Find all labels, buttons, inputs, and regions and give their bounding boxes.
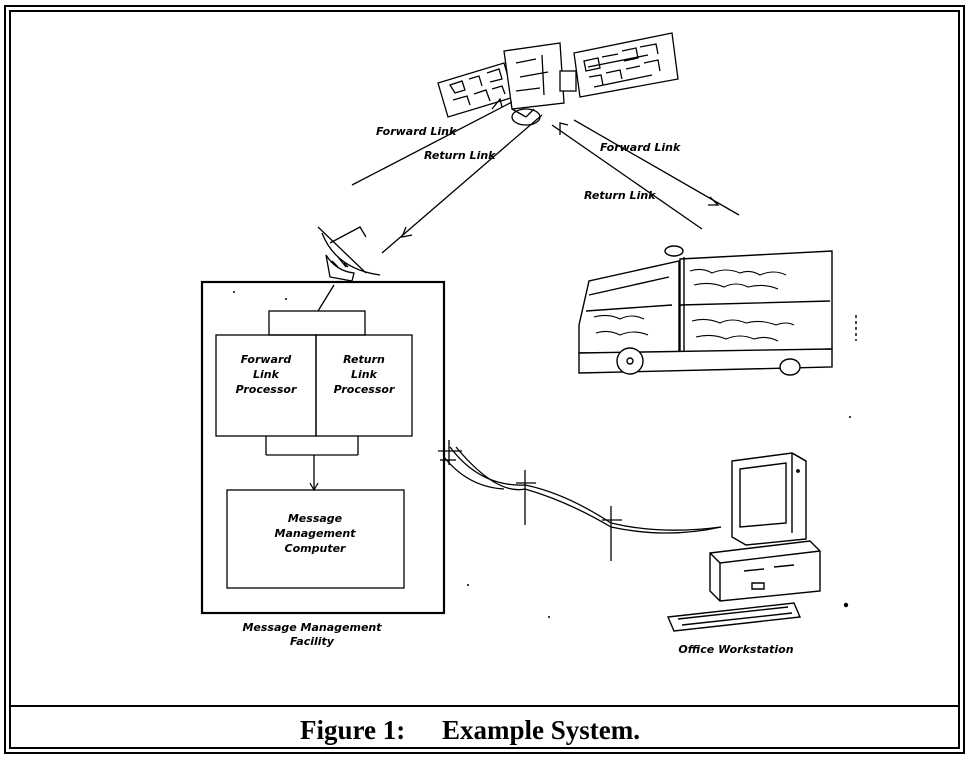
- caption-number: Figure 1:: [300, 715, 405, 745]
- return-link-right-label: Return Link: [584, 189, 656, 202]
- computer-line-1: Message: [288, 512, 343, 525]
- facility-label-line-1: Message Management: [242, 621, 382, 634]
- system-diagram: Forward Link Return Link Forward Link Re…: [4, 5, 965, 754]
- satellite-icon: [437, 32, 679, 126]
- scan-specks: [233, 291, 851, 618]
- computer-workstation-icon: [666, 452, 849, 632]
- computer-line-3: Computer: [285, 542, 347, 555]
- return-processor-line-1: Return: [343, 353, 385, 366]
- forward-processor-line-3: Processor: [236, 383, 297, 396]
- return-link-processor: Return Link Processor: [334, 353, 395, 396]
- dish-antenna-icon: [317, 226, 381, 282]
- forward-link-right: [573, 119, 740, 216]
- forward-link-left-label: Forward Link: [376, 125, 457, 138]
- figure-frame: Forward Link Return Link Forward Link Re…: [4, 5, 965, 754]
- return-link-left-label: Return Link: [424, 149, 496, 162]
- forward-processor-line-2: Link: [253, 368, 280, 381]
- return-link-right: [551, 122, 703, 230]
- computer-line-2: Management: [275, 527, 357, 540]
- utility-pole-icon: [438, 440, 722, 561]
- return-processor-line-2: Link: [351, 368, 378, 381]
- message-management-computer: Message Management Computer: [275, 512, 357, 555]
- forward-link-right-label: Forward Link: [600, 141, 681, 154]
- forward-processor-line-1: Forward: [241, 353, 292, 366]
- return-processor-line-3: Processor: [334, 383, 395, 396]
- facility-label: Message Management Facility: [242, 621, 382, 648]
- forward-link-processor: Forward Link Processor: [236, 353, 297, 396]
- truck-icon: [578, 245, 857, 376]
- forward-link-left: [351, 97, 513, 186]
- facility-label-line-2: Facility: [290, 635, 335, 648]
- workstation-label: Office Workstation: [678, 643, 793, 656]
- caption-title: Example System.: [442, 715, 640, 745]
- return-link-left: [381, 114, 543, 254]
- message-management-facility: [200, 280, 446, 615]
